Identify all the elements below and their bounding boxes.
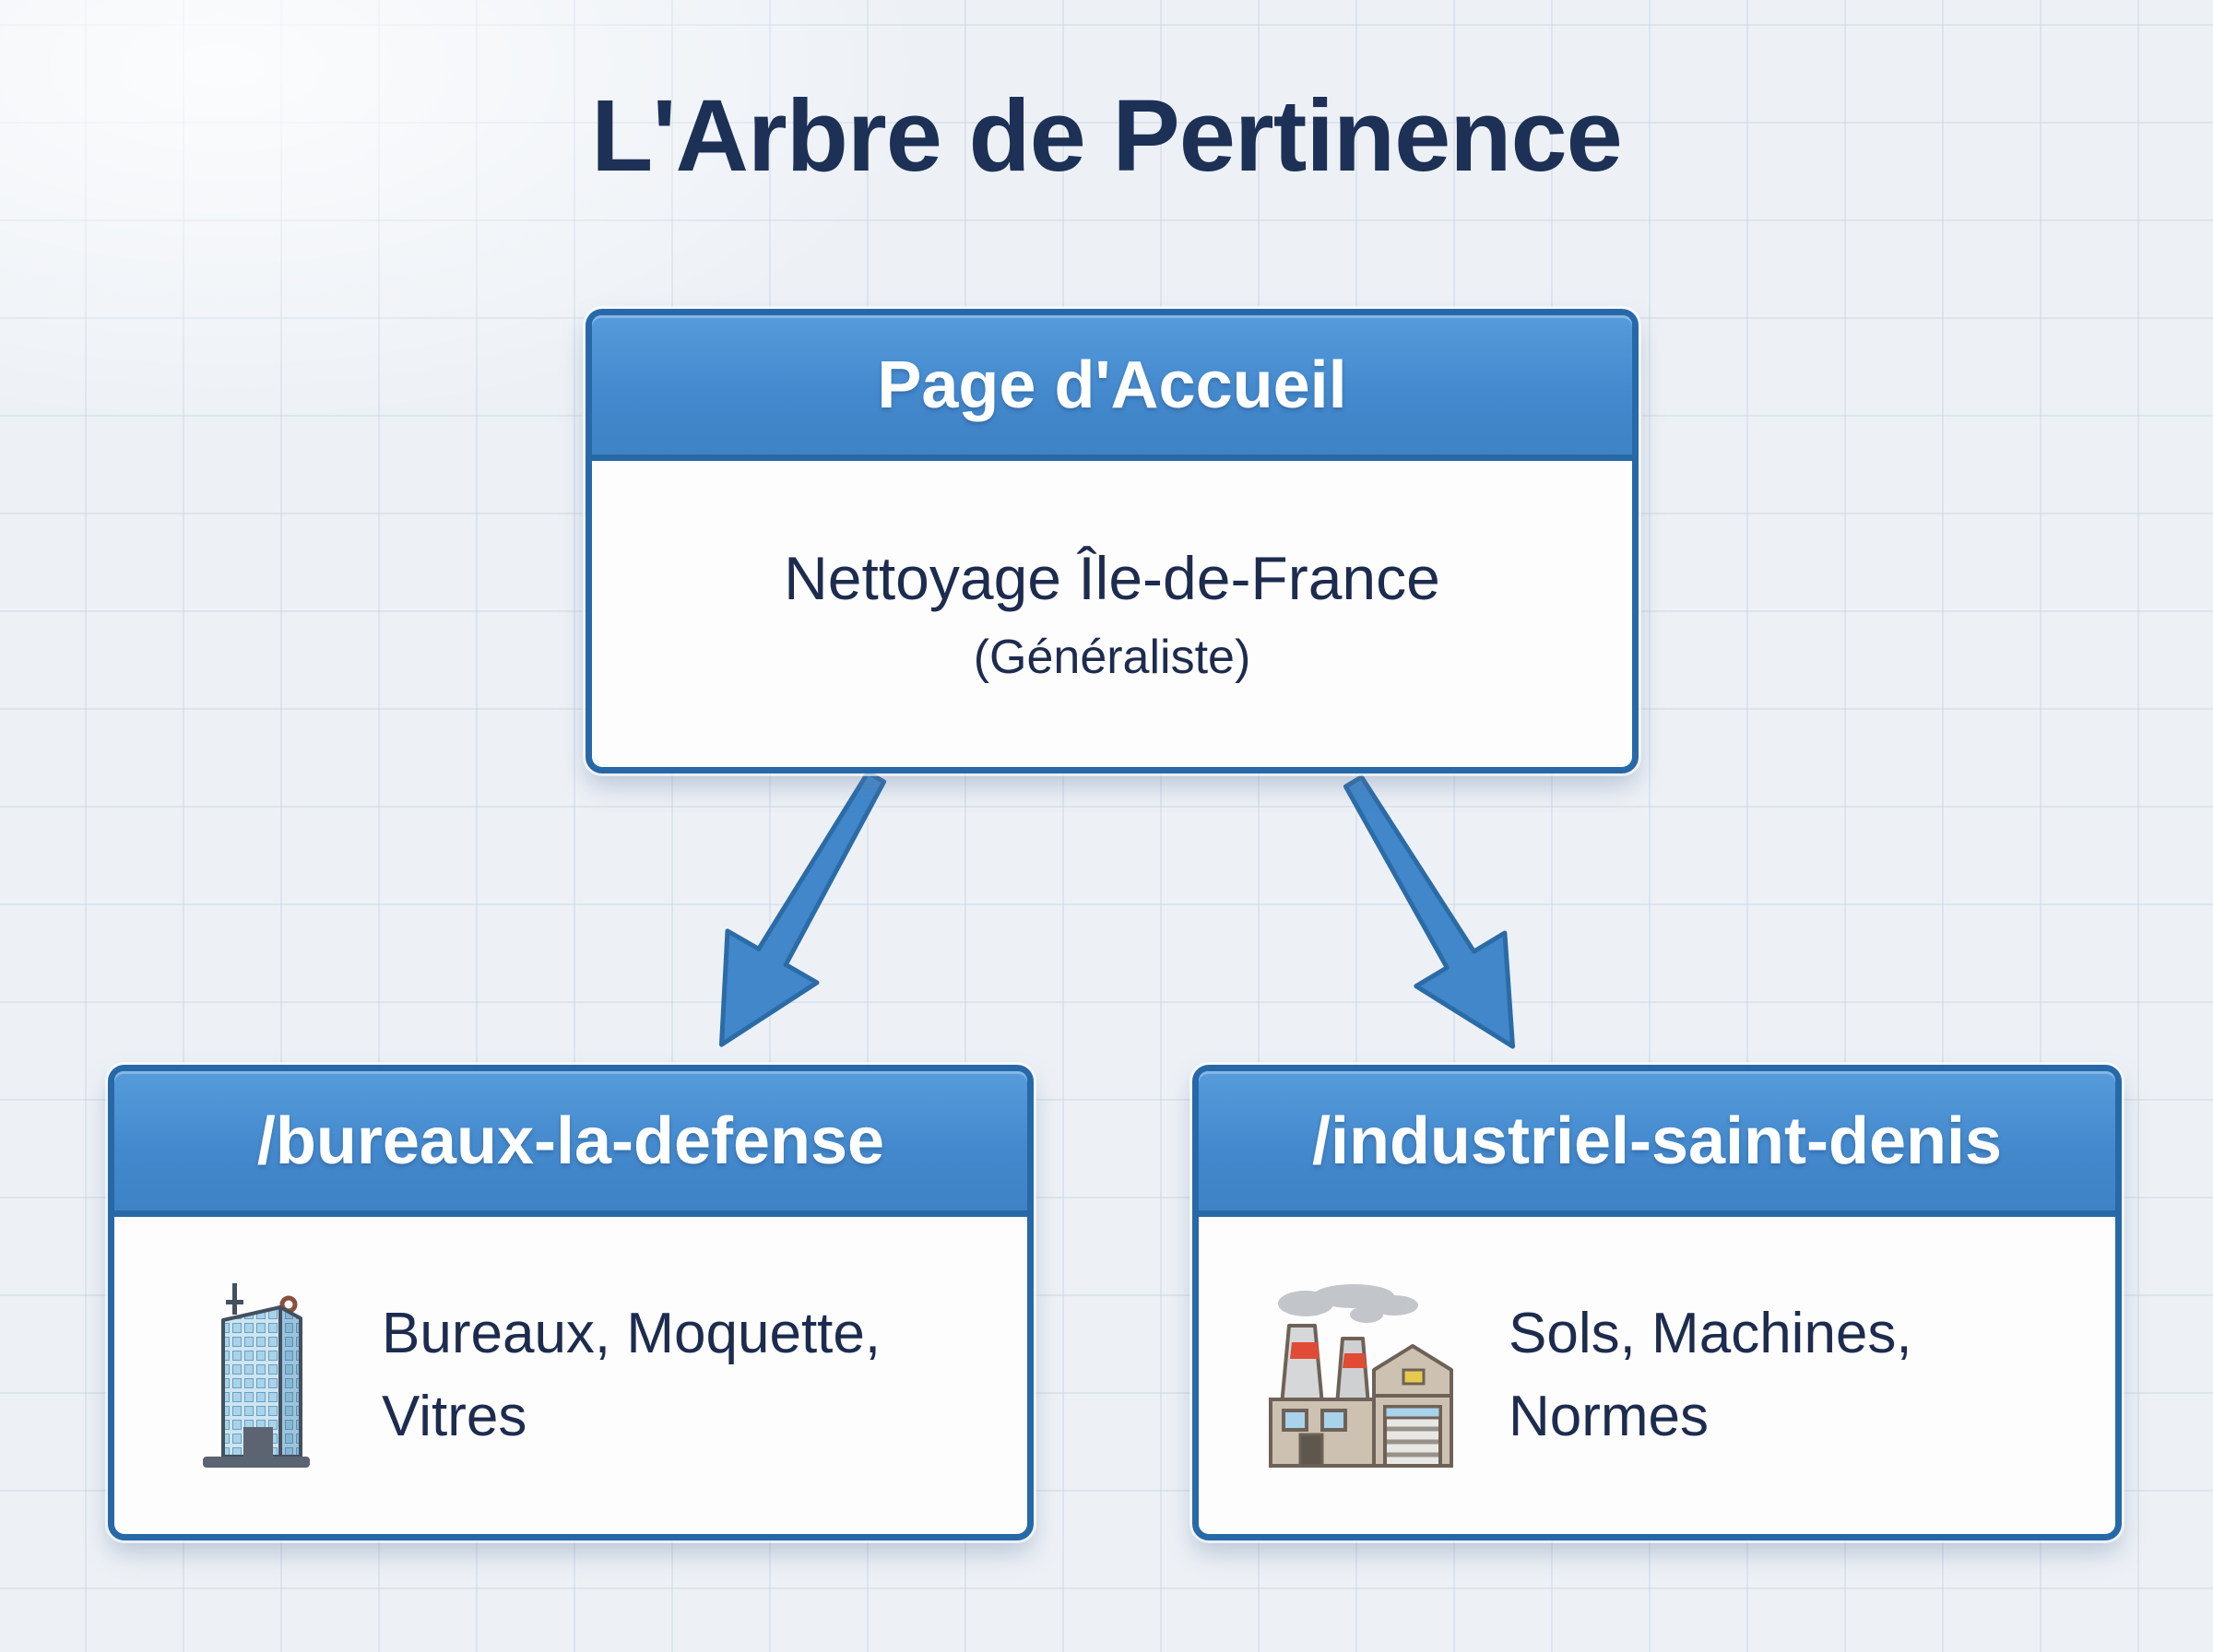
description-line1: Bureaux, Moquette, <box>382 1302 882 1366</box>
arrow-down-right-icon <box>1343 774 1516 1049</box>
child-node-industriel-saint-denis: /industriel-saint-denis <box>1192 1065 2122 1540</box>
description-line2: Normes <box>1509 1385 1710 1448</box>
root-body-line1: Nettoyage Île-de-France <box>784 544 1440 612</box>
root-body-line2: (Généraliste) <box>973 631 1251 684</box>
arrow-down-left-icon <box>719 770 887 1047</box>
child-node-bureaux-la-defense: /bureaux-la-defense <box>108 1065 1034 1540</box>
child-node-description: Sols, Machines, Normes <box>1509 1292 1912 1458</box>
child-node-body: Sols, Machines, Normes <box>1199 1217 2115 1534</box>
child-node-description: Bureaux, Moquette, Vitres <box>382 1292 881 1458</box>
child-node-body: Bureaux, Moquette, Vitres <box>114 1217 1027 1534</box>
description-line1: Sols, Machines, <box>1509 1302 1912 1366</box>
description-line2: Vitres <box>382 1385 527 1448</box>
page-title: L'Arbre de Pertinence <box>591 79 1623 193</box>
root-node-header: Page d'Accueil <box>592 315 1632 461</box>
child-node-header: /bureaux-la-defense <box>114 1071 1027 1217</box>
office-building-icon <box>195 1280 317 1471</box>
child-node-header: /industriel-saint-denis <box>1199 1071 2115 1217</box>
factory-icon <box>1258 1278 1453 1473</box>
root-node-body: Nettoyage Île-de-France (Généraliste) <box>592 461 1632 767</box>
root-node-homepage: Page d'Accueil Nettoyage Île-de-France (… <box>586 309 1639 773</box>
